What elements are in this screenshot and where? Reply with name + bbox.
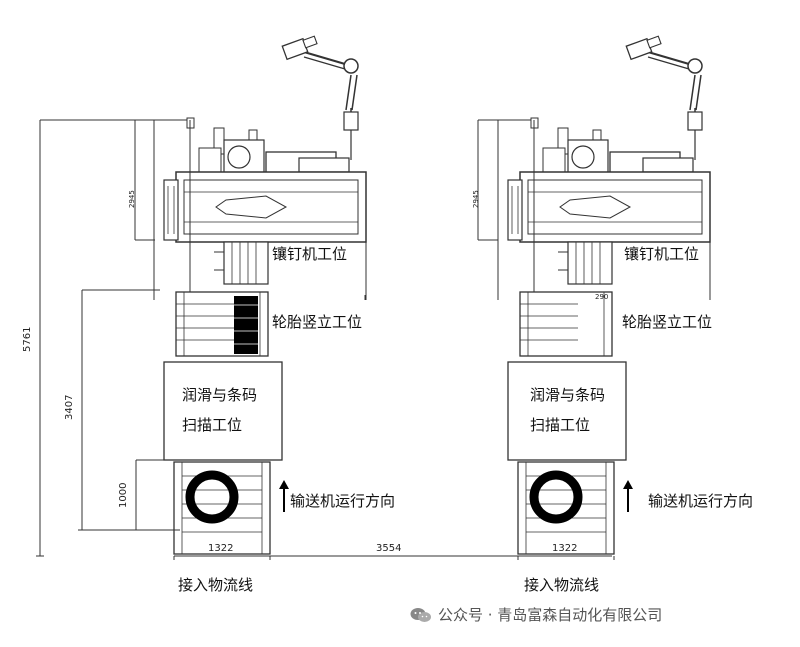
watermark: 公众号 · 青岛富森自动化有限公司 [410,604,662,625]
dim-conveyor-width-right: 1322 [552,543,578,554]
dim-mid-height: 3407 [64,394,75,420]
dimension-lines [36,119,711,557]
label-nail-station-right: 镶钉机工位 [624,245,700,263]
dim-lower-height: 1000 [118,482,129,508]
station-left [154,36,366,560]
dim-machine-height-left: 2945 [128,190,136,208]
label-lube-scan-line1-right: 润滑与条码 [530,386,606,404]
label-inbound-line-left: 接入物流线 [178,576,254,594]
label-nail-station-left: 镶钉机工位 [272,245,348,263]
dim-conveyor-width-left: 1322 [208,543,234,554]
dim-machine-height-right: 2945 [472,190,480,208]
dim-overall-height: 5761 [22,326,33,352]
label-conveyor-direction-right: 输送机运行方向 [648,492,754,510]
label-lube-scan-line2-right: 扫描工位 [530,416,591,434]
label-inbound-line-right: 接入物流线 [524,576,600,594]
label-conveyor-direction-left: 输送机运行方向 [290,492,396,510]
wechat-icon [410,607,431,622]
dim-top-offset: 290 [595,293,609,301]
label-upright-station-left: 轮胎竖立工位 [272,313,363,331]
dim-spacing: 3554 [376,543,402,554]
label-upright-station-right: 轮胎竖立工位 [622,313,713,331]
label-lube-scan-line2-left: 扫描工位 [182,416,243,434]
watermark-text: 公众号 · 青岛富森自动化有限公司 [438,606,663,624]
label-lube-scan-line1-left: 润滑与条码 [182,386,258,404]
